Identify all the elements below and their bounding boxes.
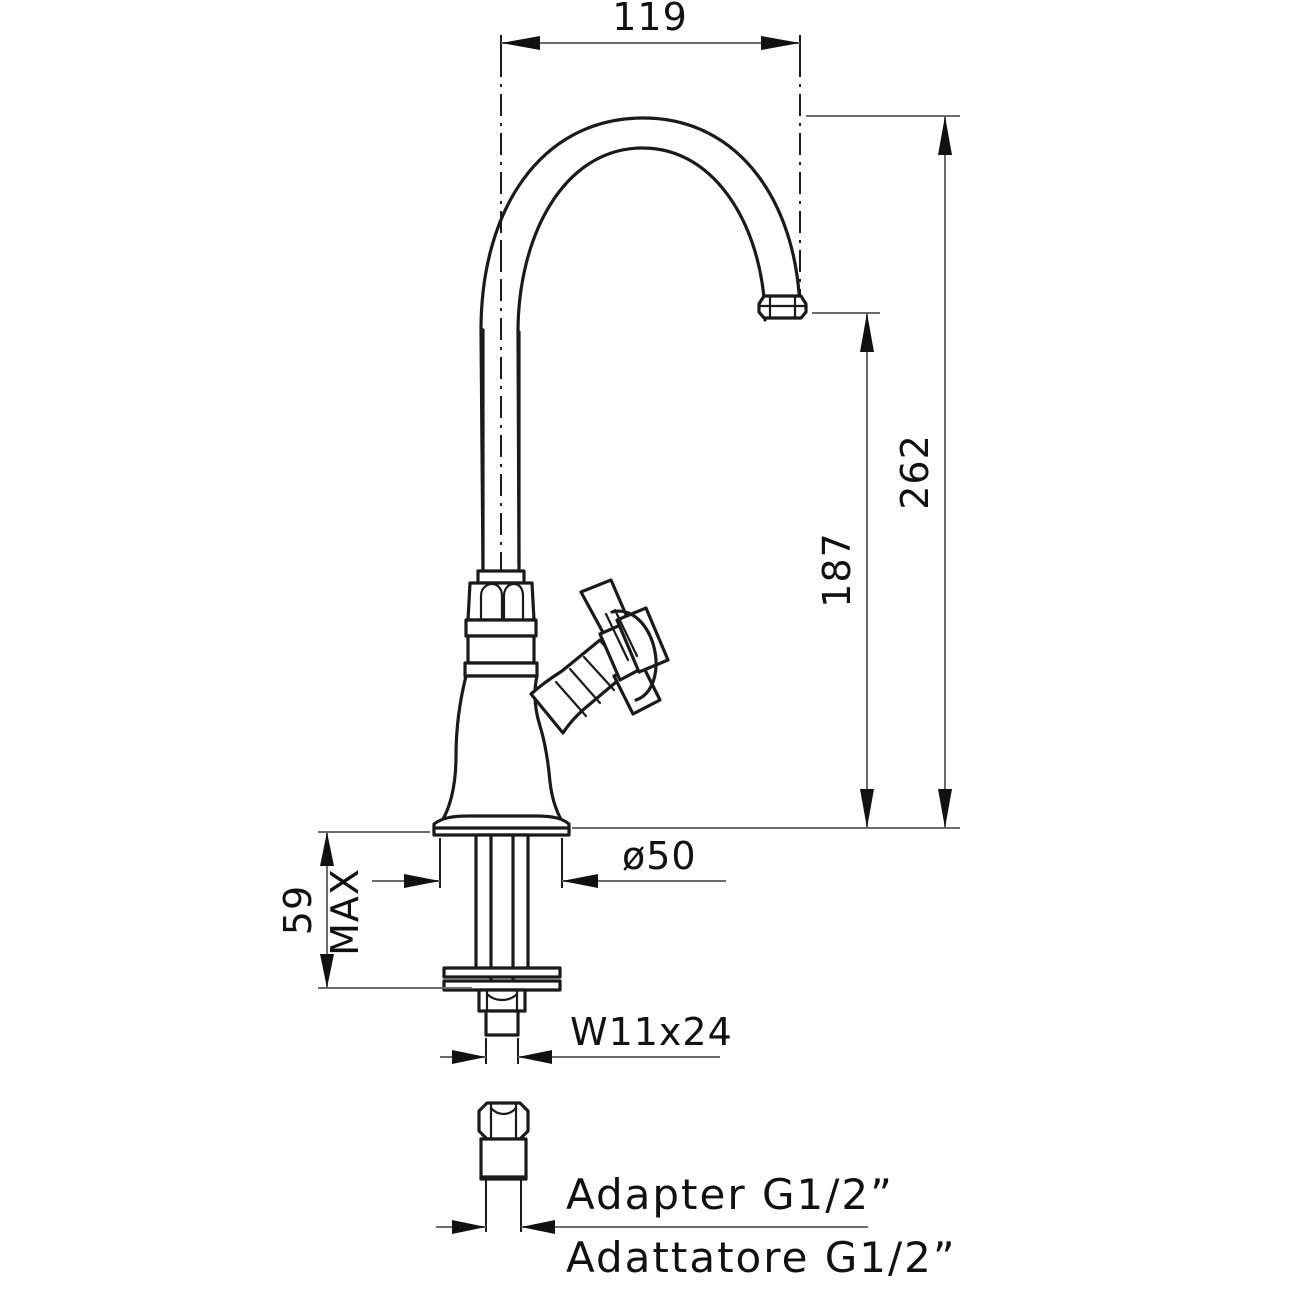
threaded-shank xyxy=(474,833,530,990)
arrowhead-59-top xyxy=(320,832,334,866)
arrowhead-d50-left xyxy=(404,874,440,888)
dimension-spout-reach: 119 xyxy=(500,0,801,62)
collar-flute-2 xyxy=(502,582,525,622)
lock-nut-arc xyxy=(485,992,519,1002)
collar-mid-band xyxy=(464,618,538,638)
arrowhead-119-left xyxy=(501,36,540,50)
collar-bottom-band xyxy=(463,661,539,678)
adapter-label-block: Adapter G1/2” Adattatore G1/2” xyxy=(436,1170,957,1282)
dimension-thread-size: W11x24 xyxy=(440,1010,733,1064)
washer-plate-upper xyxy=(442,966,562,979)
dimension-spout-height: 187 xyxy=(812,312,880,828)
dim-value-w11x24: W11x24 xyxy=(570,1010,733,1054)
adapter-body xyxy=(479,1137,528,1181)
valve-neck-knurl xyxy=(554,655,616,718)
collar-lower-body xyxy=(466,634,536,665)
collar-flute-1 xyxy=(479,582,504,622)
handle-detail-1 xyxy=(604,612,630,662)
knurl-line-1 xyxy=(554,680,588,718)
arrowhead-262-top xyxy=(938,116,952,155)
faucet-body-taper xyxy=(435,674,568,830)
dim-qualifier-max: MAX xyxy=(323,868,367,956)
adapter-hex-arc xyxy=(489,1106,518,1116)
adapter-label-english: Adapter G1/2” xyxy=(566,1170,894,1219)
arrowhead-119-right xyxy=(761,36,800,50)
arrowhead-w11-right xyxy=(518,1050,552,1064)
lock-nut-stem xyxy=(484,1009,520,1037)
mounting-washer xyxy=(442,966,562,992)
collar-top-band xyxy=(476,569,526,585)
centerlines xyxy=(500,55,801,575)
dim-value-59: 59 xyxy=(276,885,320,935)
arrowhead-262-bottom xyxy=(938,789,952,828)
arrowhead-adapter-left xyxy=(452,1220,486,1234)
dim-value-187: 187 xyxy=(815,532,859,608)
spout-collar xyxy=(463,569,539,678)
arrowhead-187-bottom xyxy=(860,789,874,828)
knurl-line-2 xyxy=(568,667,602,705)
handle-detail-2 xyxy=(613,608,639,658)
adapter-label-italian: Adattatore G1/2” xyxy=(566,1233,957,1282)
spout-inner-curve xyxy=(516,146,767,567)
valve-cross-handle xyxy=(579,578,670,716)
arrowhead-adapter-right xyxy=(521,1220,555,1234)
adapter-graphic xyxy=(477,1101,530,1181)
dim-value-262: 262 xyxy=(893,434,937,510)
dim-value-119: 119 xyxy=(612,0,688,39)
arrowhead-d50-right xyxy=(562,874,598,888)
dim-value-d50: ø50 xyxy=(622,834,697,878)
spout-outer-curve xyxy=(479,116,802,572)
faucet-body-graphic xyxy=(432,116,808,1037)
aerator-tip xyxy=(757,294,808,320)
knurl-line-3 xyxy=(582,655,616,692)
dimension-overall-height: 262 xyxy=(572,115,960,829)
adapter-hex-head xyxy=(477,1101,530,1141)
dimension-max-thickness: 59 MAX xyxy=(276,831,472,989)
arrowhead-187-top xyxy=(860,313,874,352)
lock-nut xyxy=(477,988,527,1037)
shank-body xyxy=(474,833,530,977)
arrowhead-w11-left xyxy=(452,1050,486,1064)
dimension-base-diameter: ø50 xyxy=(372,834,726,888)
arrowhead-59-bottom xyxy=(320,954,334,988)
handle-rim-arc xyxy=(610,609,658,702)
